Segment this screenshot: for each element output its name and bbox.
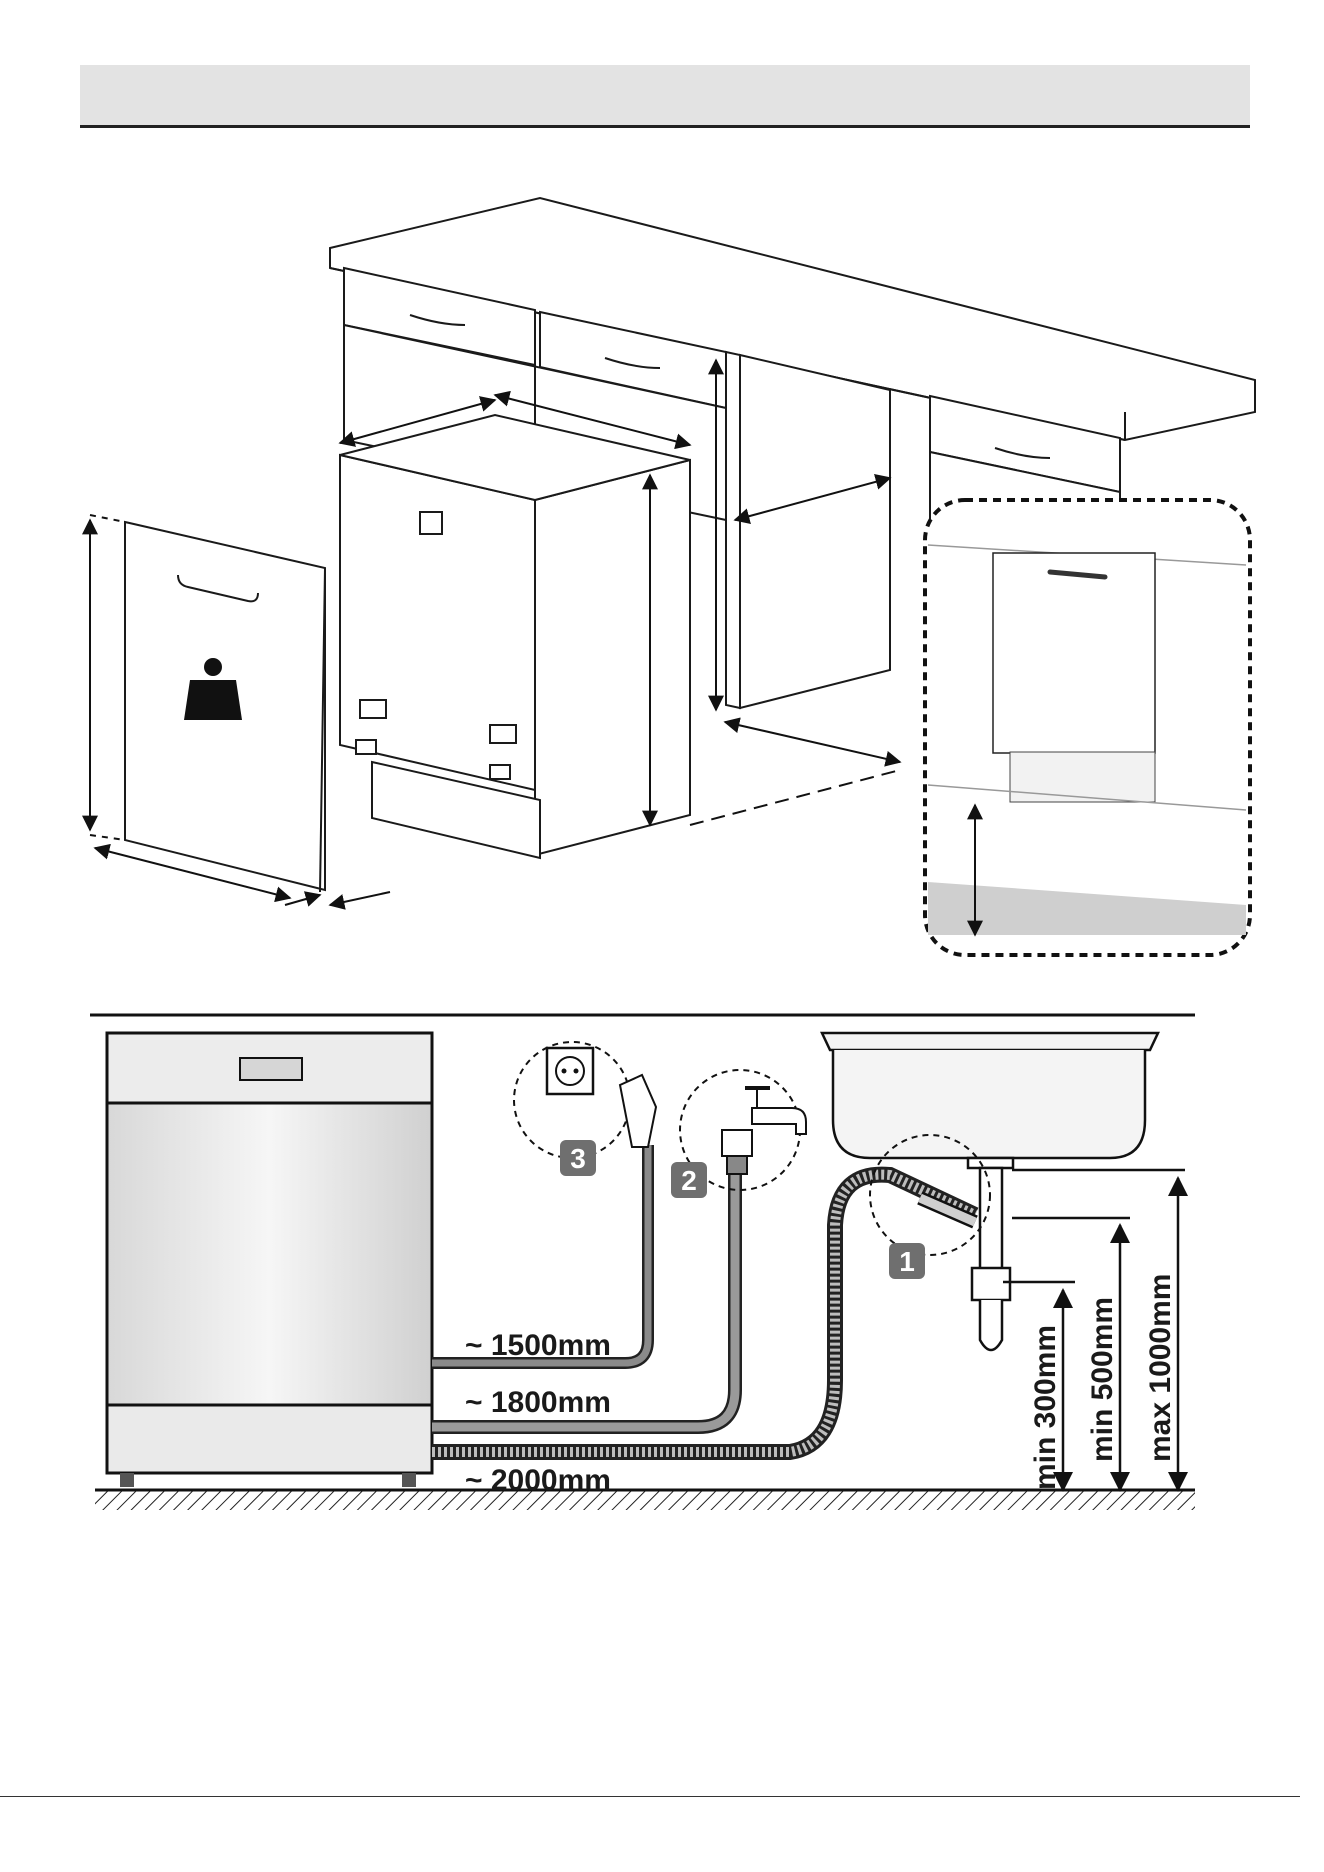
callout-badge-2: 2: [671, 1162, 707, 1198]
siphon-icon: [968, 1158, 1013, 1350]
sink: [822, 1033, 1158, 1158]
detail-inset: [925, 500, 1250, 955]
power-socket-icon: [547, 1048, 593, 1094]
dishwasher-body: [340, 415, 690, 858]
svg-text:1: 1: [899, 1246, 915, 1277]
min-500-label: min 500mm: [1086, 1297, 1119, 1462]
svg-text:3: 3: [570, 1143, 586, 1174]
svg-text:2: 2: [681, 1165, 697, 1196]
plug-icon: [620, 1075, 656, 1147]
footer-rule: [0, 1796, 1300, 1797]
dishwasher-front: [107, 1033, 432, 1487]
callout-badge-1: 1: [889, 1243, 925, 1279]
drain-hose-length-label: ~ 2000mm: [465, 1464, 611, 1497]
max-1000-label: max 1000mm: [1144, 1274, 1177, 1462]
power-cable-length-label: ~ 1500mm: [465, 1329, 611, 1362]
callout-badge-3: 3: [560, 1140, 596, 1176]
inlet-hose-length-label: ~ 1800mm: [465, 1386, 611, 1419]
floor: [95, 1490, 1195, 1510]
min-300-label: min 300mm: [1029, 1325, 1062, 1490]
